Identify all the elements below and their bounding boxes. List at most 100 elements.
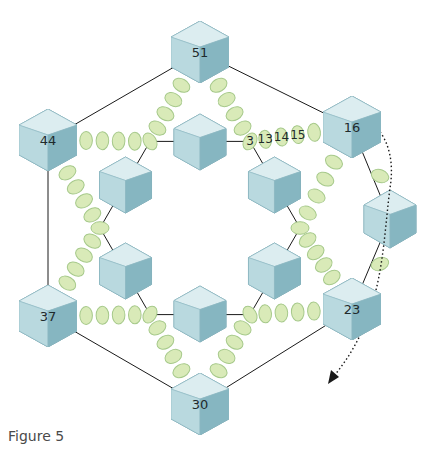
seed-bead: [297, 203, 319, 222]
seed-bead: [240, 130, 260, 152]
crystal-body: [248, 157, 300, 213]
crystal-body: [323, 96, 381, 158]
numbered-crystal: 23: [323, 278, 381, 340]
inner-crystal: [100, 157, 152, 213]
crystal-facet: [323, 112, 352, 158]
thread: [48, 52, 390, 404]
seed-bead: [290, 125, 305, 145]
numbered-crystal: 44: [19, 109, 77, 171]
crystal: [171, 373, 229, 435]
crystal-facet: [200, 389, 229, 435]
crystal-facet: [19, 125, 48, 171]
seed-bead: [56, 163, 78, 183]
crystal-facet: [390, 205, 416, 248]
bead-number: 14: [274, 131, 289, 143]
callout-number: 44: [19, 134, 77, 147]
seed-bead: [323, 152, 345, 171]
seed-bead: [80, 131, 93, 149]
seed-bead: [128, 306, 141, 324]
crystal-body: [174, 114, 226, 170]
crystal: [171, 21, 229, 83]
crystal-body: [171, 21, 229, 83]
crystal-facet: [100, 172, 126, 213]
crystal-facet: [48, 125, 77, 171]
callout-number: 23: [323, 303, 381, 316]
crystal-facet: [48, 301, 77, 347]
crystal-body: [364, 190, 416, 248]
seed-bead: [291, 303, 305, 322]
seed-bead: [128, 132, 141, 150]
crystal-facet: [126, 172, 152, 213]
numbered-crystal: 30: [171, 373, 229, 435]
crystal-facet: [200, 129, 226, 170]
crystal-facet: [100, 258, 126, 299]
crystal-facet: [352, 294, 381, 340]
crystal-facet: [200, 37, 229, 83]
seed-bead: [112, 306, 125, 324]
seed-bead: [307, 302, 321, 321]
crystal: [19, 109, 77, 171]
seed-bead: [369, 167, 390, 185]
seed-bead: [208, 361, 230, 381]
seed-bead: [208, 75, 230, 95]
seed-bead: [258, 304, 272, 323]
crystal-facet: [171, 389, 200, 435]
crystal-body: [248, 243, 300, 299]
seed-bead: [224, 104, 246, 124]
bead-number: 13: [258, 133, 273, 145]
inner-crystal: [174, 114, 226, 170]
bead-number: 15: [290, 129, 305, 141]
crystal-body: [19, 109, 77, 171]
seed-bead: [291, 222, 309, 235]
callout-number: 37: [19, 310, 77, 323]
crystal-facet: [174, 129, 200, 170]
inner-crystal: [100, 243, 152, 299]
numbered-crystal: 51: [171, 21, 229, 83]
seed-bead: [154, 104, 176, 124]
callout-number: 51: [171, 46, 229, 59]
crystal-body: [100, 157, 152, 213]
seed-bead: [170, 75, 192, 95]
seed-bead: [112, 132, 125, 150]
seed-bead: [162, 347, 184, 367]
seed-bead: [224, 332, 246, 352]
crystal-facet: [274, 172, 300, 213]
crystal-facet: [174, 301, 200, 342]
numbered-crystal: 37: [19, 285, 77, 347]
inner-crystal: [248, 243, 300, 299]
callout-number: 30: [171, 398, 229, 411]
seed-bead: [140, 304, 160, 326]
seed-bead: [80, 306, 93, 324]
seed-bead: [140, 130, 160, 152]
seed-bead: [170, 361, 192, 381]
seed-bead: [91, 222, 109, 235]
seed-bead: [154, 332, 176, 352]
seed-bead: [314, 169, 336, 188]
crystal-facet: [248, 258, 274, 299]
crystal: [19, 285, 77, 347]
seed-bead: [56, 273, 78, 293]
seed-bead: [275, 304, 289, 323]
crystal-facet: [352, 112, 381, 158]
seed-bead: [96, 132, 109, 150]
crystal-body: [19, 285, 77, 347]
crystal-facet: [323, 294, 352, 340]
crystal-facet: [248, 172, 274, 213]
seed-bead: [306, 186, 328, 205]
inner-crystal: [174, 286, 226, 342]
crystal-body: [323, 278, 381, 340]
inner-crystal: [248, 157, 300, 213]
figure-caption: Figure 5: [8, 428, 64, 444]
crystal-body: [174, 286, 226, 342]
crystal: [323, 96, 381, 158]
seed-bead: [240, 304, 260, 326]
crystal-facet: [171, 37, 200, 83]
seed-bead: [258, 130, 273, 150]
crystal-body: [100, 243, 152, 299]
crystal-facet: [126, 258, 152, 299]
crystal-body: [171, 373, 229, 435]
crystal: [323, 278, 381, 340]
crystal-facet: [200, 301, 226, 342]
callout-number: 16: [323, 121, 381, 134]
seed-bead: [162, 90, 184, 110]
